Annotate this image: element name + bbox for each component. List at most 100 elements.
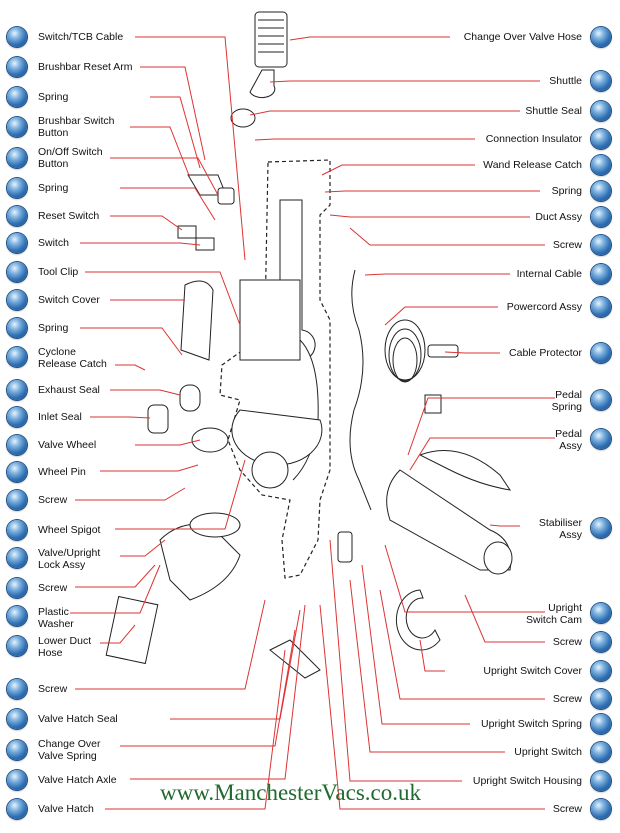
leader-line-left [140, 66, 206, 161]
label-exhaust-seal: Exhaust Seal [38, 384, 100, 396]
hotspot-spring-2[interactable] [7, 178, 27, 198]
leader-line-left [110, 157, 219, 196]
hotspot-internal-cable[interactable] [591, 264, 611, 284]
hotspot-tool-clip[interactable] [7, 262, 27, 282]
leader-line-left [110, 215, 183, 231]
hotspot-change-over-valve-hose[interactable] [591, 27, 611, 47]
leader-line-left [135, 36, 246, 261]
leader-line-right [321, 164, 475, 176]
hotspot-screw-l2[interactable] [7, 578, 27, 598]
label-line: Valve/Upright [38, 547, 101, 559]
leader-line-right [329, 539, 462, 782]
hotspot-upright-switch-housing[interactable] [591, 771, 611, 791]
leader-line-left [75, 599, 266, 690]
label-line: Plastic [38, 606, 69, 618]
hotspot-cable-protector[interactable] [591, 343, 611, 363]
hotspot-duct-assy[interactable] [591, 207, 611, 227]
label-spring-2: Spring [38, 182, 69, 194]
leader-line-right [407, 397, 555, 456]
hotspot-brushbar-switch-button[interactable] [7, 117, 27, 137]
hotspot-shuttle-seal[interactable] [591, 101, 611, 121]
hotspot-connection-insulator[interactable] [591, 129, 611, 149]
label-valve-hatch-axle: Valve Hatch Axle [38, 774, 117, 786]
hotspot-switch-cover[interactable] [7, 290, 27, 310]
leader-line-right [379, 589, 545, 700]
hotspot-spring-1[interactable] [7, 87, 27, 107]
label-wheel-pin: Wheel Pin [38, 466, 86, 478]
label-powercord-assy: Powercord Assy [506, 301, 582, 313]
leader-line-left [85, 271, 241, 326]
label-line: Switch Cam [525, 614, 582, 626]
hotspot-screw-l1[interactable] [7, 490, 27, 510]
hotspot-valve-hatch[interactable] [7, 799, 27, 819]
hotspot-powercord-assy[interactable] [591, 297, 611, 317]
leader-line-left [115, 364, 146, 371]
hotspot-screw-l3[interactable] [7, 679, 27, 699]
label-screw-l1: Screw [38, 494, 68, 506]
hotspot-brushbar-reset-arm[interactable] [7, 57, 27, 77]
hotspot-valve-wheel[interactable] [7, 435, 27, 455]
hotspot-wheel-spigot[interactable] [7, 520, 27, 540]
label-switch-cover: Switch Cover [38, 294, 100, 306]
hotspot-upright-switch-cam[interactable] [591, 603, 611, 623]
leader-line-left [120, 187, 216, 221]
hotspot-wheel-pin[interactable] [7, 462, 27, 482]
cable-protector-part [427, 344, 459, 358]
hotspot-cyclone-release-catch[interactable] [7, 347, 27, 367]
hotspot-upright-switch-spring[interactable] [591, 714, 611, 734]
label-valve-hatch: Valve Hatch [38, 803, 94, 815]
hotspot-valve-hatch-seal[interactable] [7, 709, 27, 729]
hotspot-screw-r2[interactable] [591, 632, 611, 652]
label-upright-switch: Upright Switch [514, 746, 582, 758]
hotspot-spring-r1[interactable] [591, 181, 611, 201]
hotspot-change-over-valve-spring[interactable] [7, 740, 27, 760]
hotspot-valve-upright-lock-assy[interactable] [7, 548, 27, 568]
leader-line-right [289, 36, 450, 41]
hotspot-switch[interactable] [7, 233, 27, 253]
leader-line-right [364, 273, 510, 276]
hotspot-lower-duct-hose[interactable] [7, 636, 27, 656]
leader-line-left [70, 564, 161, 614]
hotspot-plastic-washer[interactable] [7, 606, 27, 626]
hotspot-screw-r4[interactable] [591, 799, 611, 819]
hotspot-wand-release-catch[interactable] [591, 155, 611, 175]
hotspot-pedal-assy[interactable] [591, 429, 611, 449]
upright-switch-housing-part [337, 531, 353, 563]
leader-line-left [110, 389, 181, 396]
hotspot-valve-hatch-axle[interactable] [7, 770, 27, 790]
hotspot-inlet-seal[interactable] [7, 407, 27, 427]
leader-line-left [130, 126, 191, 179]
hotspot-shuttle[interactable] [591, 71, 611, 91]
label-line: Lower Duct [38, 635, 92, 647]
hotspot-upright-switch[interactable] [591, 742, 611, 762]
hotspot-screw-r3[interactable] [591, 689, 611, 709]
hotspot-pedal-spring[interactable] [591, 390, 611, 410]
label-inlet-seal: Inlet Seal [38, 411, 82, 423]
hotspot-exhaust-seal[interactable] [7, 380, 27, 400]
leader-line-right [489, 524, 520, 527]
label-screw-l3: Screw [38, 683, 68, 695]
valve-wheel-part [191, 427, 229, 453]
hotspot-switch-tcb-cable[interactable] [7, 27, 27, 47]
pedal-assy-part [418, 450, 512, 491]
website-watermark[interactable]: www.ManchesterVacs.co.uk [160, 780, 422, 805]
hotspot-reset-switch[interactable] [7, 206, 27, 226]
label-line: Spring [551, 401, 582, 413]
hotspot-on-off-switch-button[interactable] [7, 148, 27, 168]
label-line: Stabiliser [538, 517, 582, 529]
hotspot-spring-3[interactable] [7, 318, 27, 338]
label-screw-r1: Screw [552, 239, 582, 251]
label-screw-r2: Screw [552, 636, 582, 648]
hotspot-screw-r1[interactable] [591, 235, 611, 255]
leader-line-right [324, 190, 540, 193]
label-screw-l2: Screw [38, 582, 68, 594]
hotspot-upright-switch-cover[interactable] [591, 661, 611, 681]
hotspot-stabiliser-assy[interactable] [591, 518, 611, 538]
